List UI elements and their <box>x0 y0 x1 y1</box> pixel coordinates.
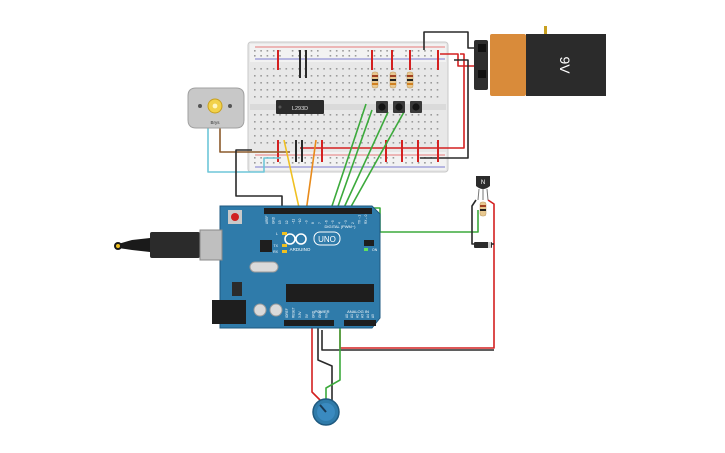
power-header-label: POWER <box>314 309 329 314</box>
analog-header-label: ANALOG IN <box>347 309 369 314</box>
wire-bb-power-red <box>300 53 465 149</box>
analog-header <box>344 320 376 326</box>
wire-pot-green <box>325 326 341 402</box>
digital-pin-label-13: 2 <box>351 222 355 224</box>
led-label-l: L <box>276 232 278 236</box>
battery-cap <box>490 34 526 96</box>
usb-cable[interactable] <box>114 229 223 261</box>
digital-pin-label-6: ~9 <box>305 220 309 224</box>
wire-green-4 <box>329 103 367 213</box>
analog-pin-label-1: A1 <box>350 314 354 318</box>
breadboard[interactable] <box>247 41 449 173</box>
digital-pin-label-8: 7 <box>318 222 322 224</box>
power-pin-label-5: GND <box>318 310 322 318</box>
battery-9v[interactable]: 9V <box>474 26 606 96</box>
power-header <box>284 320 334 326</box>
push-button-1 <box>376 101 388 113</box>
atmega-chip <box>286 284 374 302</box>
diode[interactable] <box>474 242 492 248</box>
power-jack[interactable] <box>212 300 246 324</box>
wire-battery-black <box>423 31 478 50</box>
wire-green-3 <box>347 111 405 213</box>
power-pin-label-6: Vin <box>325 313 329 318</box>
push-buttons[interactable] <box>376 101 422 113</box>
led-label-rx: RX <box>273 250 279 254</box>
led-label-tx: TX <box>274 244 279 248</box>
svg-text:N: N <box>481 180 485 186</box>
arduino-model: UNO <box>318 235 336 244</box>
wire-pot-red <box>311 326 321 401</box>
wire-bb-gnd-black <box>420 59 469 159</box>
on-led-label: ON <box>372 248 378 252</box>
arduino-brand: ARDUINO <box>290 247 311 252</box>
digital-pin-label-5: ~10 <box>298 218 302 224</box>
resistor-1 <box>371 71 379 89</box>
potentiometer[interactable] <box>312 398 340 426</box>
analog-pin-label-0: A0 <box>345 314 349 318</box>
wire-green-1 <box>335 109 373 213</box>
resistor-3 <box>406 71 414 89</box>
digital-pin-label-1: GND <box>272 216 276 224</box>
digital-header-label: DIGITAL (PWM~) <box>325 224 357 229</box>
sensor-transistor[interactable]: N <box>476 176 490 201</box>
wire-gnd-black <box>235 149 283 210</box>
analog-pin-label-5: A5 <box>371 314 375 318</box>
battery-body <box>526 34 606 96</box>
resistors[interactable] <box>371 71 414 89</box>
digital-pin-label-9: ~6 <box>324 220 328 224</box>
push-button-2 <box>393 101 405 113</box>
digital-pin-label-11: 4 <box>338 222 342 224</box>
power-pin-label-4: GND <box>311 310 315 318</box>
digital-pin-label-10: ~5 <box>331 220 335 224</box>
digital-pin-label-14: TX→1 <box>357 215 361 224</box>
analog-pin-label-3: A3 <box>361 314 365 318</box>
digital-pin-label-4: ~11 <box>291 219 295 224</box>
motor-label: Brys <box>211 120 221 125</box>
wire-arduino-black-bottom <box>321 330 494 351</box>
digital-pin-label-12: ~3 <box>344 220 348 224</box>
wires <box>207 31 495 402</box>
resistor-2 <box>389 71 397 89</box>
power-pin-label-3: 5V <box>305 313 309 318</box>
wire-motor-brown <box>219 126 290 153</box>
push-button-3 <box>410 101 422 113</box>
analog-pin-label-2: A2 <box>355 314 359 318</box>
wire-green-2 <box>341 111 389 213</box>
digital-pin-label-3: 12 <box>285 220 289 224</box>
chip-label: L293D <box>292 106 308 112</box>
l293d-chip[interactable]: L293D <box>276 100 324 114</box>
wire-sensor-green <box>366 207 479 233</box>
wire-orange <box>305 139 317 213</box>
power-pin-label-2: 3.3V <box>298 311 302 318</box>
dc-motor[interactable]: Brys <box>187 87 245 129</box>
arduino-logo: ARDUINO UNO <box>284 231 341 252</box>
analog-pin-label-4: A4 <box>366 314 370 318</box>
digital-pin-label-7: 8 <box>311 222 315 224</box>
power-pin-label-1: RESET <box>292 307 296 318</box>
board-leds: L TX RX ON <box>273 232 378 254</box>
digital-pin-label-0: AREF <box>265 215 269 224</box>
digital-pin-label-15: RX←0 <box>364 214 368 224</box>
battery-label: 9V <box>557 56 573 74</box>
wire-yellow <box>283 139 301 213</box>
digital-pin-label-2: 13 <box>278 220 282 224</box>
power-pin-label-0: IOREF <box>285 308 289 318</box>
wire-pot-black <box>317 326 333 400</box>
digital-header <box>264 208 372 214</box>
wire-motor-cyan <box>207 124 280 173</box>
sensor-resistor[interactable] <box>479 201 487 217</box>
